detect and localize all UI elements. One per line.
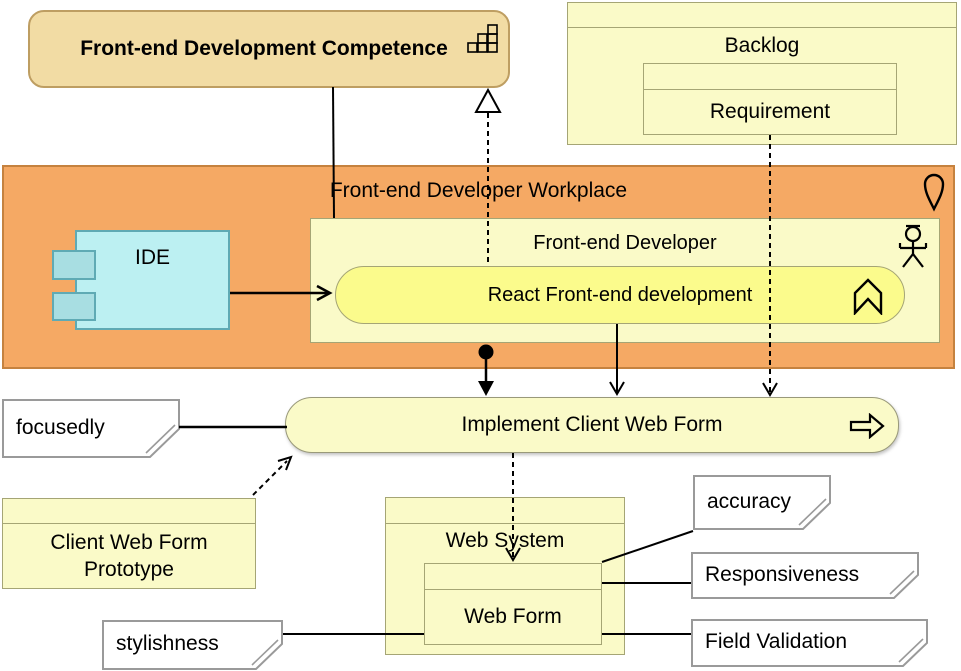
note-accuracy[interactable]: accuracy (693, 475, 833, 532)
note-label: focusedly (16, 415, 105, 439)
node-frontend-development-competence[interactable]: Front-end Development Competence (28, 10, 510, 88)
location-pin-icon (923, 173, 945, 212)
note-field-validation[interactable]: Field Validation (691, 619, 930, 669)
node-react-frontend-development[interactable]: React Front-end development (335, 266, 905, 324)
node-implement-client-web-form[interactable]: Implement Client Web Form (285, 397, 899, 453)
component-tab-top (52, 250, 96, 280)
note-responsiveness[interactable]: Responsiveness (691, 552, 921, 601)
node-label: IDE (134, 246, 170, 269)
note-stylishness[interactable]: stylishness (102, 620, 285, 671)
node-label: React Front-end development (487, 283, 753, 306)
chevron-icon (853, 278, 883, 315)
note-shape (691, 619, 928, 667)
object-top-band (568, 3, 956, 28)
actor-icon (898, 224, 928, 268)
node-ide[interactable]: IDE (75, 230, 230, 330)
object-top-band (386, 498, 624, 524)
note-label: Field Validation (705, 630, 848, 653)
note-shape (691, 552, 919, 599)
process-arrow-icon (849, 413, 885, 439)
node-client-web-form-prototype[interactable]: Client Web Form Prototype (2, 498, 256, 589)
object-top-band (644, 64, 896, 90)
note-label: accuracy (707, 489, 792, 513)
node-label: Requirement (709, 100, 831, 124)
node-label: Client Web Form Prototype (50, 530, 208, 581)
note-shape (2, 399, 180, 458)
note-shape (693, 475, 831, 530)
node-web-form[interactable]: Web Form (424, 563, 602, 645)
node-label: Web System (445, 529, 565, 552)
node-requirement[interactable]: Requirement (643, 63, 897, 135)
note-shape (102, 620, 283, 670)
node-label: Front-end Development Competence (80, 36, 448, 60)
component-tab-bottom (52, 292, 96, 321)
note-label: Responsiveness (705, 562, 860, 586)
node-label: Front-end Developer (533, 232, 717, 254)
node-label: Implement Client Web Form (461, 413, 723, 436)
node-label: Web Form (464, 605, 562, 629)
note-focusedly[interactable]: focusedly (2, 399, 182, 460)
note-label: stylishness (116, 631, 219, 655)
object-top-band (3, 499, 255, 524)
object-top-band (425, 564, 601, 590)
node-label: Front-end Developer Workplace (329, 179, 628, 202)
node-label: Backlog (724, 34, 800, 57)
influence-prototype-implement (252, 455, 293, 496)
capability-icon (467, 24, 498, 53)
